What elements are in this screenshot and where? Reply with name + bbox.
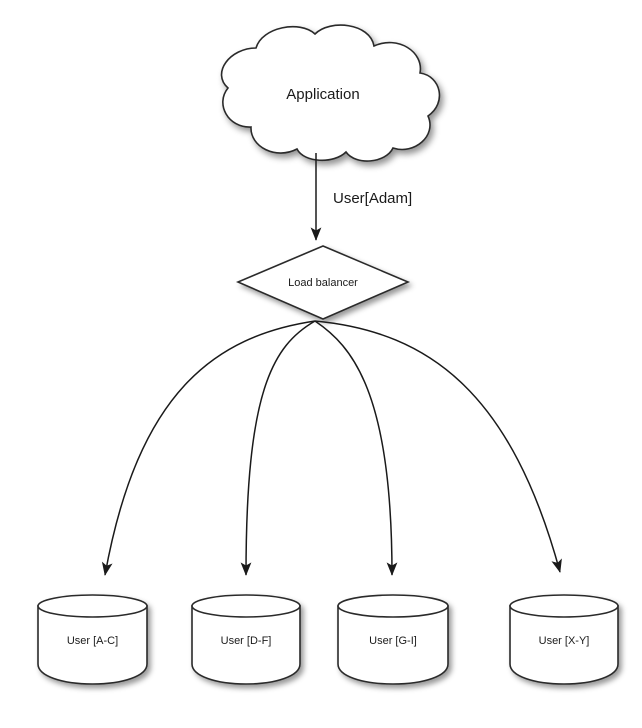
database-cylinder-body-1 <box>37 605 148 685</box>
database-label-4: User [X-Y] <box>539 635 590 647</box>
cloud-shape <box>220 24 441 162</box>
database-cylinder-body-3 <box>337 605 449 685</box>
database-cylinder-top-2 <box>191 594 301 618</box>
database-cylinder-top-3 <box>337 594 449 618</box>
edge-group-balancer-to-databases <box>101 320 562 576</box>
node-database-2[interactable] <box>191 594 301 685</box>
node-database-3[interactable] <box>337 594 449 685</box>
edge-balancer-to-db-4 <box>314 320 562 573</box>
edge-balancer-to-db-2 <box>240 320 316 576</box>
node-database-4[interactable] <box>509 594 619 685</box>
database-cylinder-body-2 <box>191 605 301 685</box>
diamond-shape <box>235 245 411 320</box>
node-load-balancer[interactable]: Load balancer <box>235 245 411 320</box>
database-label-2: User [D-F] <box>221 635 272 647</box>
edge-application-to-balancer: User[Adam] <box>310 153 412 241</box>
diamond-label: Load balancer <box>288 277 358 289</box>
database-label-1: User [A-C] <box>67 635 118 647</box>
database-cylinder-top-1 <box>37 594 148 618</box>
database-label-3: User [G-I] <box>369 635 417 647</box>
edge-balancer-to-db-1 <box>101 320 316 576</box>
edge-label-user-adam: User[Adam] <box>333 190 412 207</box>
cloud-label: Application <box>286 86 359 103</box>
node-application[interactable]: Application <box>220 24 441 162</box>
node-database-1[interactable] <box>37 594 148 685</box>
edge-balancer-to-db-3 <box>314 320 398 576</box>
database-cylinder-body-4 <box>509 605 619 685</box>
database-cylinder-top-4 <box>509 594 619 618</box>
